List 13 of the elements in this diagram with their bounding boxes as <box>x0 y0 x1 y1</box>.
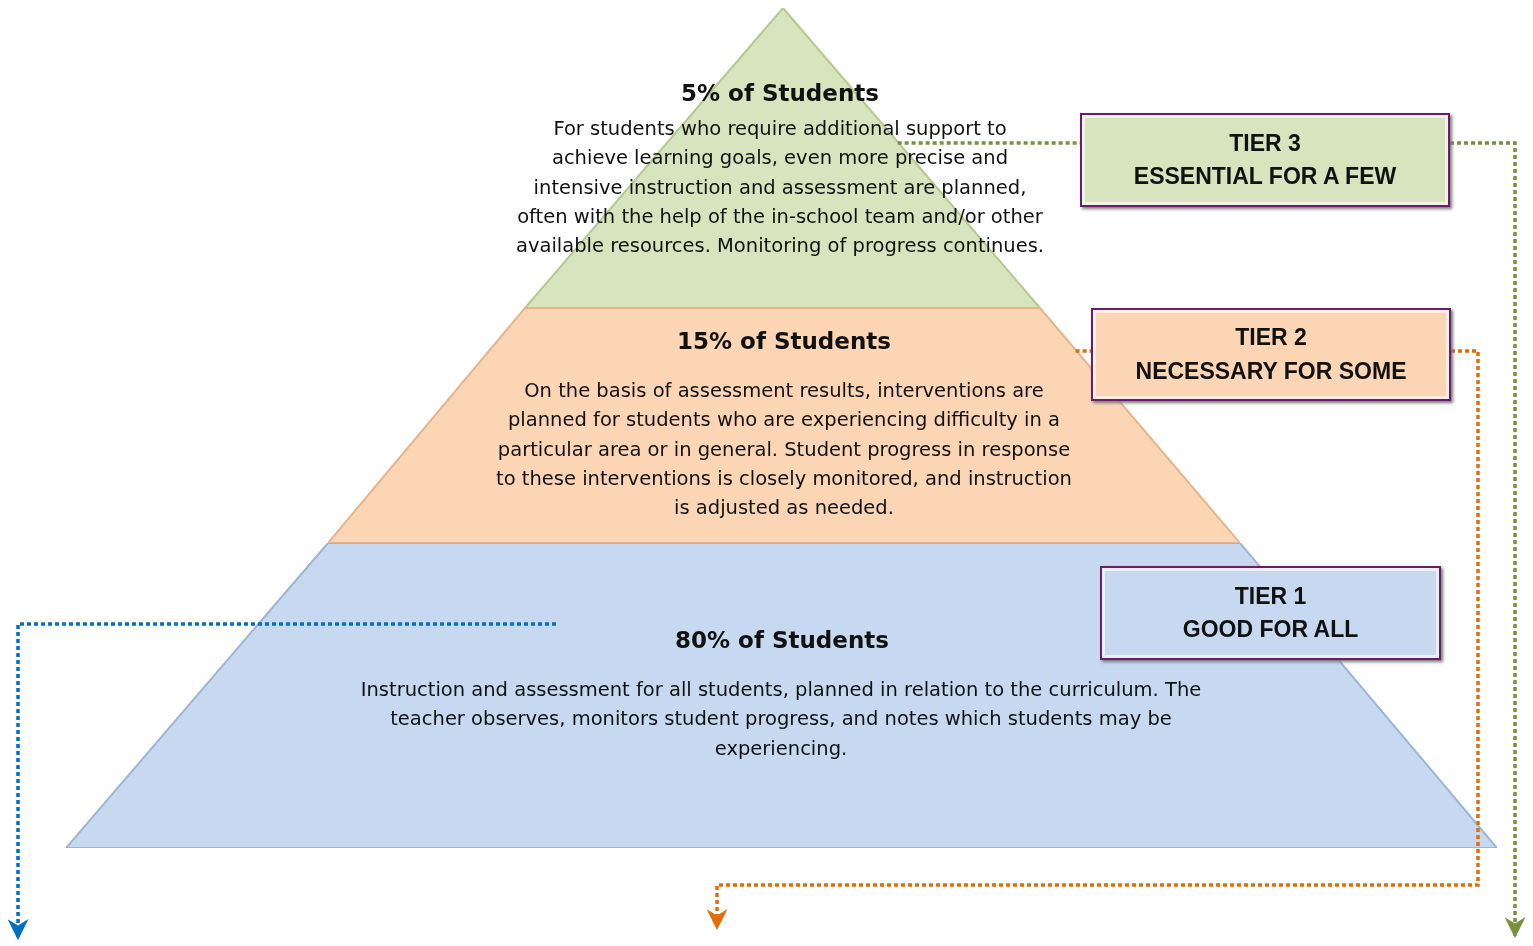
tier-description: On the basis of assessment results, interventions are planned for students who are experiencing difficulty in a particular area or in general. Student progress in response to these interventions is closely monitored, and instruction is adjusted as needed. <box>495 378 1073 521</box>
tier-heading: 15% of Students <box>676 328 892 354</box>
dotted-connector <box>897 141 1080 145</box>
tier-heading: 5% of Students <box>680 80 880 106</box>
dotted-connector <box>1075 349 1091 353</box>
dotted-arrow <box>7 622 556 941</box>
tier-label-box: TIER 3 ESSENTIAL FOR A FEW <box>1080 113 1450 207</box>
tier-description: For students who require additional support to achieve learning goals, even more precise and intensive instruction and assessment are planned, often with the help of the in-school team and/or other available resources. Monitoring of progress continues. <box>515 116 1045 259</box>
dotted-arrow <box>706 349 1480 931</box>
tier-label-box: TIER 2 NECESSARY FOR SOME <box>1091 308 1451 401</box>
tier-description: Instruction and assessment for all students, planned in relation to the curriculum. The teacher observes, monitors student progress, and notes which students may be experiencing. <box>359 677 1203 762</box>
tier-heading: 80% of Students <box>674 627 890 653</box>
dotted-arrow <box>1450 141 1526 939</box>
